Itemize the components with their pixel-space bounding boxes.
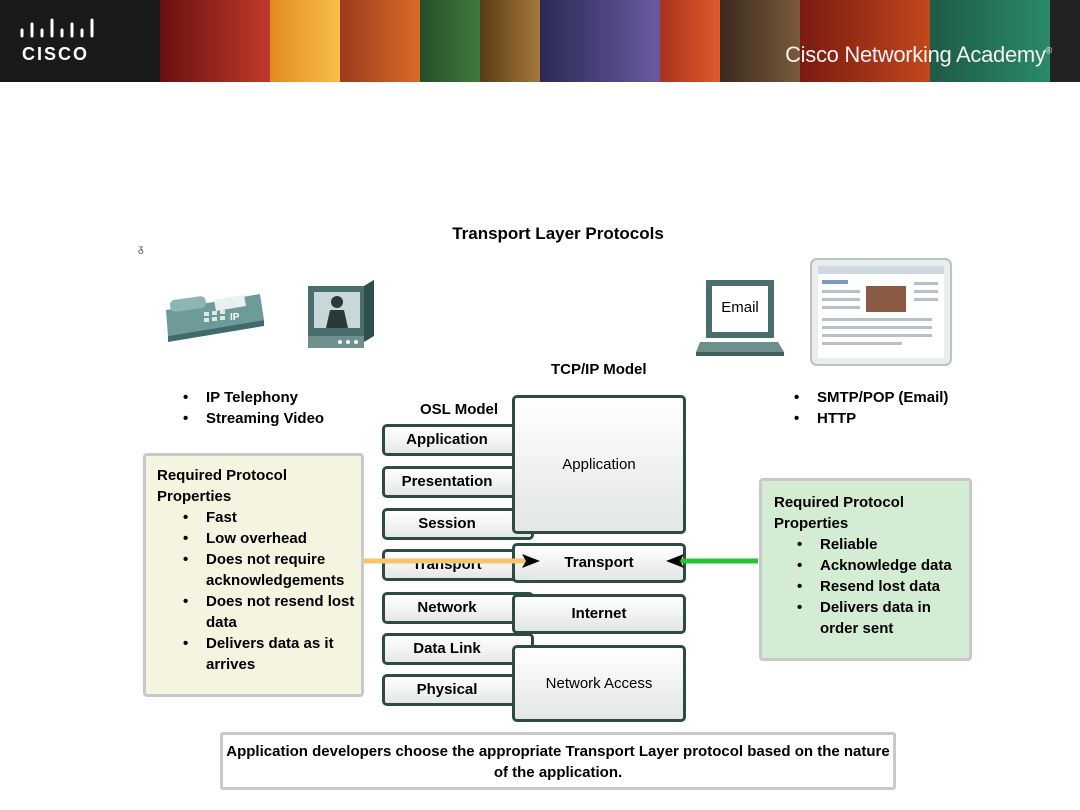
tcp-box-heading: Required Protocol Properties	[774, 492, 969, 534]
udp-box-heading: Required Protocol Properties	[157, 465, 361, 507]
list-item: Delivers data in order sent	[797, 597, 969, 639]
udp-heading-line: Required Protocol	[157, 467, 288, 484]
academy-text: Cisco Networking Academy	[785, 42, 1046, 67]
academy-title: Cisco Networking Academy®	[785, 42, 1052, 68]
diagram-title: Transport Layer Protocols	[452, 224, 664, 243]
tcp-heading-line: Properties	[774, 515, 849, 532]
banner-photo-strip	[800, 0, 930, 82]
tcp-property-list: Reliable Acknowledge data Resend lost da…	[774, 534, 969, 639]
tcp-arrow-head-icon	[666, 554, 684, 568]
tcpip-layer-transport: Transport	[512, 543, 686, 583]
email-screen-label: Email	[721, 299, 759, 316]
list-item: Does not resend lost data	[183, 591, 361, 633]
banner-photo-strip	[660, 0, 720, 82]
banner-photo-strip	[540, 0, 660, 82]
cisco-logo: CISCO	[18, 18, 100, 64]
banner-photo-strip	[160, 0, 270, 82]
osi-layer-session: Session	[382, 508, 534, 540]
list-item: Fast	[183, 507, 361, 528]
osi-layer-network: Network	[382, 592, 534, 624]
udp-properties-box: Required Protocol Properties Fast Low ov…	[143, 453, 364, 697]
list-item: IP Telephony	[183, 387, 324, 408]
header-banner: CISCO Cisco Networking Academy®	[0, 0, 1080, 82]
udp-arrow-head-icon	[522, 554, 540, 568]
reliable-app-list: SMTP/POP (Email) HTTP	[794, 387, 948, 429]
tcpip-layer-network-access: Network Access	[512, 645, 686, 722]
banner-photo-strip	[720, 0, 800, 82]
tcpip-model-heading: TCP/IP Model	[551, 361, 647, 378]
ip-phone-icon: IP	[166, 294, 264, 342]
web-browser-icon	[810, 258, 952, 366]
banner-photo-strip	[930, 0, 1050, 82]
phone-ip-label: IP	[230, 312, 240, 323]
cisco-wordmark: CISCO	[22, 44, 90, 64]
realtime-app-list: IP Telephony Streaming Video	[183, 387, 324, 429]
list-item: Low overhead	[183, 528, 361, 549]
banner-photo-strip	[420, 0, 480, 82]
osi-layer-physical: Physical	[382, 674, 534, 706]
tcp-heading-line: Required Protocol	[774, 494, 905, 511]
trademark-symbol: ®	[1045, 45, 1053, 56]
email-computer-icon: Email	[696, 280, 784, 356]
osi-layer-data-link: Data Link	[382, 633, 534, 665]
list-item: Streaming Video	[183, 408, 324, 429]
osi-layer-presentation: Presentation	[382, 466, 534, 498]
stray-mark: ᵹ	[138, 244, 144, 255]
list-item: Acknowledge data	[797, 555, 969, 576]
banner-photo-strip	[480, 0, 540, 82]
list-item: SMTP/POP (Email)	[794, 387, 948, 408]
tcp-properties-box: Required Protocol Properties Reliable Ac…	[759, 478, 972, 661]
osi-layer-application: Application	[382, 424, 534, 456]
tcpip-layer-application: Application	[512, 395, 686, 534]
bottom-note: Application developers choose the approp…	[220, 732, 896, 790]
transport-arrows	[364, 554, 758, 568]
list-item: HTTP	[794, 408, 948, 429]
list-item: Delivers data as it arrives	[183, 633, 361, 675]
video-monitor-icon	[308, 280, 374, 348]
list-item: Resend lost data	[797, 576, 969, 597]
tcpip-application-label: Application	[562, 456, 636, 474]
tcpip-layer-internet: Internet	[512, 594, 686, 634]
banner-photo-strip	[270, 0, 340, 82]
osi-model-heading: OSL Model	[420, 401, 499, 418]
list-item: Reliable	[797, 534, 969, 555]
udp-heading-line: Properties	[157, 488, 232, 505]
udp-property-list: Fast Low overhead Does not require ackno…	[157, 507, 361, 675]
cisco-bridge-icon	[20, 18, 94, 38]
list-item: Does not require acknowledgements	[183, 549, 361, 591]
banner-photo-strip	[1050, 0, 1080, 82]
banner-photo-strip	[340, 0, 420, 82]
